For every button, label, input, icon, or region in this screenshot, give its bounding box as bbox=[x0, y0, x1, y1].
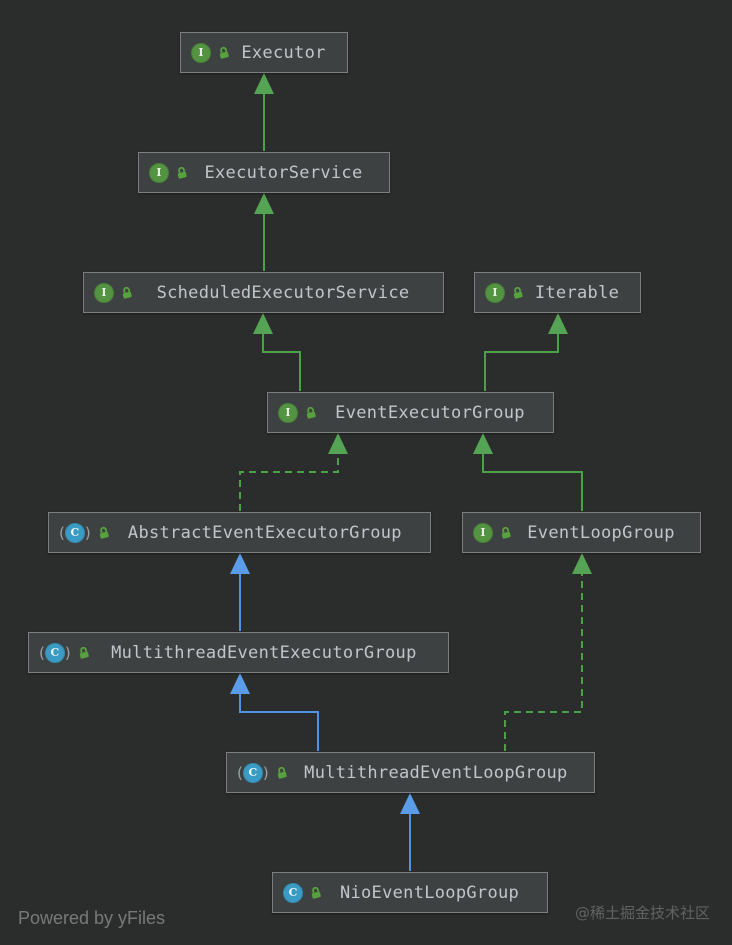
class-icon: C bbox=[283, 882, 303, 903]
edge-executorservice-extends-executor bbox=[254, 73, 274, 151]
node-scheduled-executor-service[interactable]: I ScheduledExecutorService bbox=[83, 272, 444, 313]
class-name-label: ScheduledExecutorService bbox=[156, 282, 410, 303]
lock-icon bbox=[308, 885, 324, 901]
interface-icon: I bbox=[94, 282, 114, 303]
node-multithread-event-loop-group[interactable]: C MultithreadEventLoopGroup bbox=[226, 752, 595, 793]
edge-eventloopgroup-extends-eventexecutorgroup bbox=[473, 433, 583, 511]
abstract-class-icon: C bbox=[59, 522, 91, 543]
lock-icon bbox=[498, 525, 514, 541]
edge-abstracteventexecutorgroup-implements-eventexecutorgroup bbox=[239, 433, 348, 511]
edge-eventexecutorgroup-extends-scheduledexecutorservice bbox=[253, 313, 301, 391]
node-abstract-event-executor-group[interactable]: C AbstractEventExecutorGroup bbox=[48, 512, 431, 553]
class-name-label: ExecutorService bbox=[204, 162, 363, 183]
interface-icon: I bbox=[473, 522, 493, 543]
lock-icon bbox=[216, 45, 232, 61]
class-name-label: MultithreadEventLoopGroup bbox=[304, 762, 568, 783]
lock-icon bbox=[303, 405, 319, 421]
interface-icon: I bbox=[149, 162, 169, 183]
edge-multithreadeventloopgroup-extends-multithreadeventexecutorgroup bbox=[230, 673, 319, 751]
lock-icon bbox=[95, 525, 111, 541]
node-iterable[interactable]: I Iterable bbox=[474, 272, 641, 313]
abstract-class-icon: C bbox=[237, 762, 269, 783]
class-name-label: EventExecutorGroup bbox=[335, 402, 525, 423]
interface-icon: I bbox=[191, 42, 211, 63]
abstract-class-icon: C bbox=[39, 642, 71, 663]
edge-multithreadeventexecutorgroup-extends-abstracteventexecutorgroup bbox=[230, 553, 250, 631]
class-name-label: MultithreadEventExecutorGroup bbox=[111, 642, 417, 663]
node-event-loop-group[interactable]: I EventLoopGroup bbox=[462, 512, 701, 553]
node-multithread-event-executor-group[interactable]: C MultithreadEventExecutorGroup bbox=[28, 632, 449, 673]
lock-icon bbox=[510, 285, 526, 301]
node-executor[interactable]: I Executor bbox=[180, 32, 348, 73]
lock-icon bbox=[174, 165, 190, 181]
juejin-watermark: @稀土掘金技术社区 bbox=[574, 904, 710, 922]
class-name-label: Executor bbox=[241, 42, 326, 63]
lock-icon bbox=[273, 765, 289, 781]
class-name-label: AbstractEventExecutorGroup bbox=[127, 522, 402, 543]
edge-nioeventloopgroup-extends-multithreadeventloopgroup bbox=[400, 793, 420, 871]
interface-icon: I bbox=[278, 402, 298, 423]
edge-multithreadeventloopgroup-implements-eventloopgroup bbox=[504, 553, 592, 751]
edge-eventexecutorgroup-extends-iterable bbox=[484, 313, 568, 391]
class-name-label: Iterable bbox=[534, 282, 620, 303]
interface-icon: I bbox=[485, 282, 505, 303]
lock-icon bbox=[75, 645, 91, 661]
edge-scheduledexecutorservice-extends-executorservice bbox=[254, 193, 274, 271]
node-event-executor-group[interactable]: I EventExecutorGroup bbox=[267, 392, 554, 433]
node-executor-service[interactable]: I ExecutorService bbox=[138, 152, 390, 193]
powered-by-yfiles-label: Powered by yFiles bbox=[18, 908, 166, 928]
class-name-label: EventLoopGroup bbox=[527, 522, 675, 543]
lock-icon bbox=[119, 285, 135, 301]
node-nio-event-loop-group[interactable]: C NioEventLoopGroup bbox=[272, 872, 548, 913]
class-name-label: NioEventLoopGroup bbox=[339, 882, 520, 903]
